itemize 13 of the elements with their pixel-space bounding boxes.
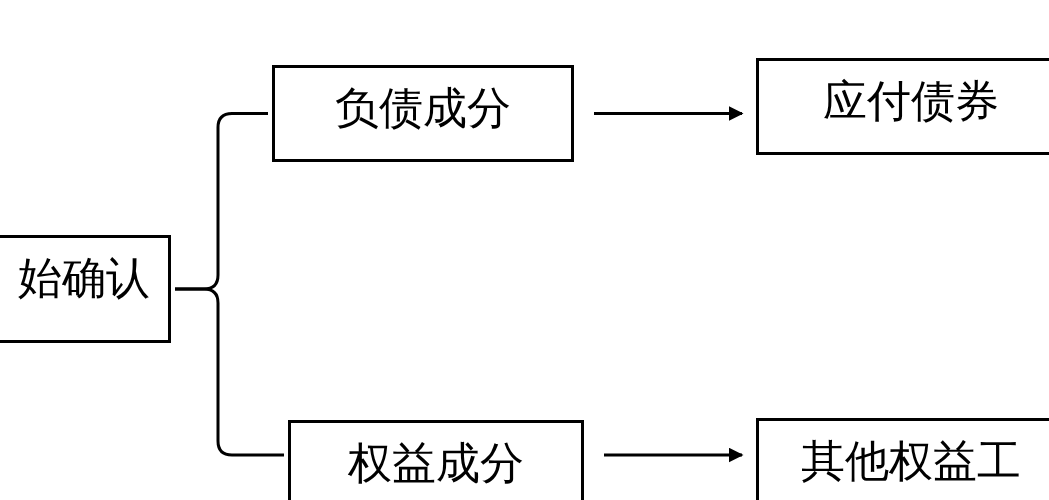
box-label: 其他权益工 [801,439,1021,483]
process-box [756,58,1049,155]
box-label: 始确认 [17,256,150,300]
process-box [756,418,1049,500]
box-label: 权益成分 [348,441,524,485]
bracket-line [175,287,284,457]
process-box [0,235,171,343]
arrow [594,106,744,121]
arrow [604,447,744,463]
box-label: 应付债券 [823,79,999,123]
process-box [272,65,574,162]
box-label: 负债成分 [335,86,511,130]
process-box [288,420,584,500]
